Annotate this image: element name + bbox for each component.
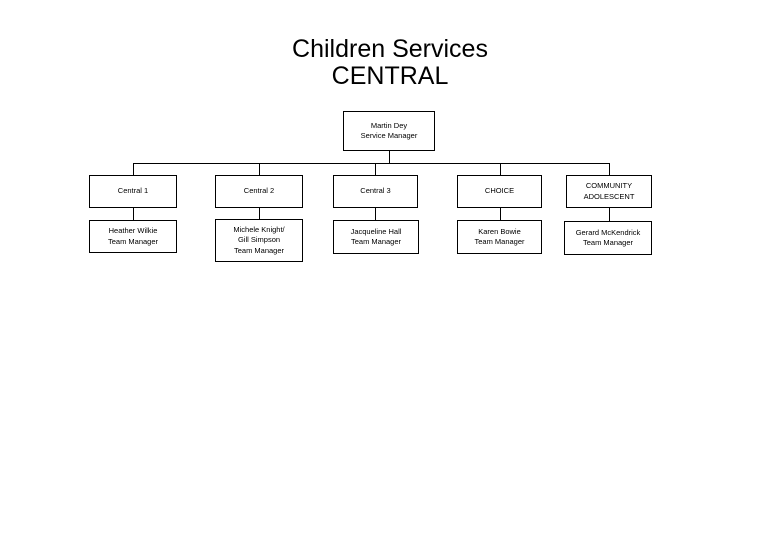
manager-role: Team Manager	[107, 236, 159, 246]
manager-name: Jacqueline Hall	[350, 226, 402, 236]
root-node-role: Service Manager	[360, 131, 418, 140]
page-title-line-1: Children Services	[292, 35, 488, 63]
unit-label: CHOICE	[484, 186, 515, 196]
connector-main-horizontal	[133, 163, 610, 164]
root-node-name: Martin Dey	[370, 120, 408, 130]
connector-manager-choice	[500, 208, 501, 220]
connector-manager-central-1	[133, 208, 134, 220]
manager-name: Heather Wilkie	[108, 226, 158, 235]
unit-box-central-2: Central 2	[215, 175, 303, 208]
connector-root-drop	[389, 151, 390, 163]
manager-box-community-adolescent: Gerard McKendrick Team Manager	[564, 221, 652, 255]
manager-box-choice: Karen Bowie Team Manager	[457, 220, 542, 254]
page-title-line-2: CENTRAL	[331, 62, 449, 90]
connector-manager-central-3	[375, 208, 376, 220]
manager-box-central-3: Jacqueline Hall Team Manager	[333, 220, 419, 254]
unit-label: COMMUNITY ADOLESCENT	[583, 181, 635, 201]
unit-box-choice: CHOICE	[457, 175, 542, 208]
manager-name: Karen Bowie	[478, 226, 521, 236]
connector-drop-central-3	[375, 163, 376, 175]
unit-label: Central 3	[360, 186, 391, 196]
manager-box-central-2: Michele Knight/ Gill Simpson Team Manage…	[215, 219, 303, 262]
manager-name: Michele Knight/ Gill Simpson	[233, 224, 285, 245]
connector-drop-choice	[500, 163, 501, 175]
unit-box-community-adolescent: COMMUNITY ADOLESCENT	[566, 175, 652, 208]
manager-role: Team Manager	[582, 238, 634, 247]
unit-box-central-3: Central 3	[333, 175, 418, 208]
manager-role: Team Manager	[233, 245, 285, 255]
unit-label: Central 1	[117, 186, 149, 196]
unit-box-central-1: Central 1	[89, 175, 177, 208]
connector-drop-community-adolescent	[609, 163, 610, 175]
unit-label: Central 2	[243, 186, 275, 196]
connector-drop-central-2	[259, 163, 260, 175]
connector-manager-community-adolescent	[609, 208, 610, 221]
manager-box-central-1: Heather Wilkie Team Manager	[89, 220, 177, 253]
connector-manager-central-2	[259, 208, 260, 220]
connector-drop-central-1	[133, 163, 134, 175]
manager-role: Team Manager	[350, 237, 402, 246]
manager-name: Gerard McKendrick	[575, 227, 641, 237]
root-node-service-manager: Martin Dey Service Manager	[343, 111, 435, 151]
manager-role: Team Manager	[474, 237, 525, 246]
page-title: Children Services CENTRAL	[0, 36, 780, 90]
